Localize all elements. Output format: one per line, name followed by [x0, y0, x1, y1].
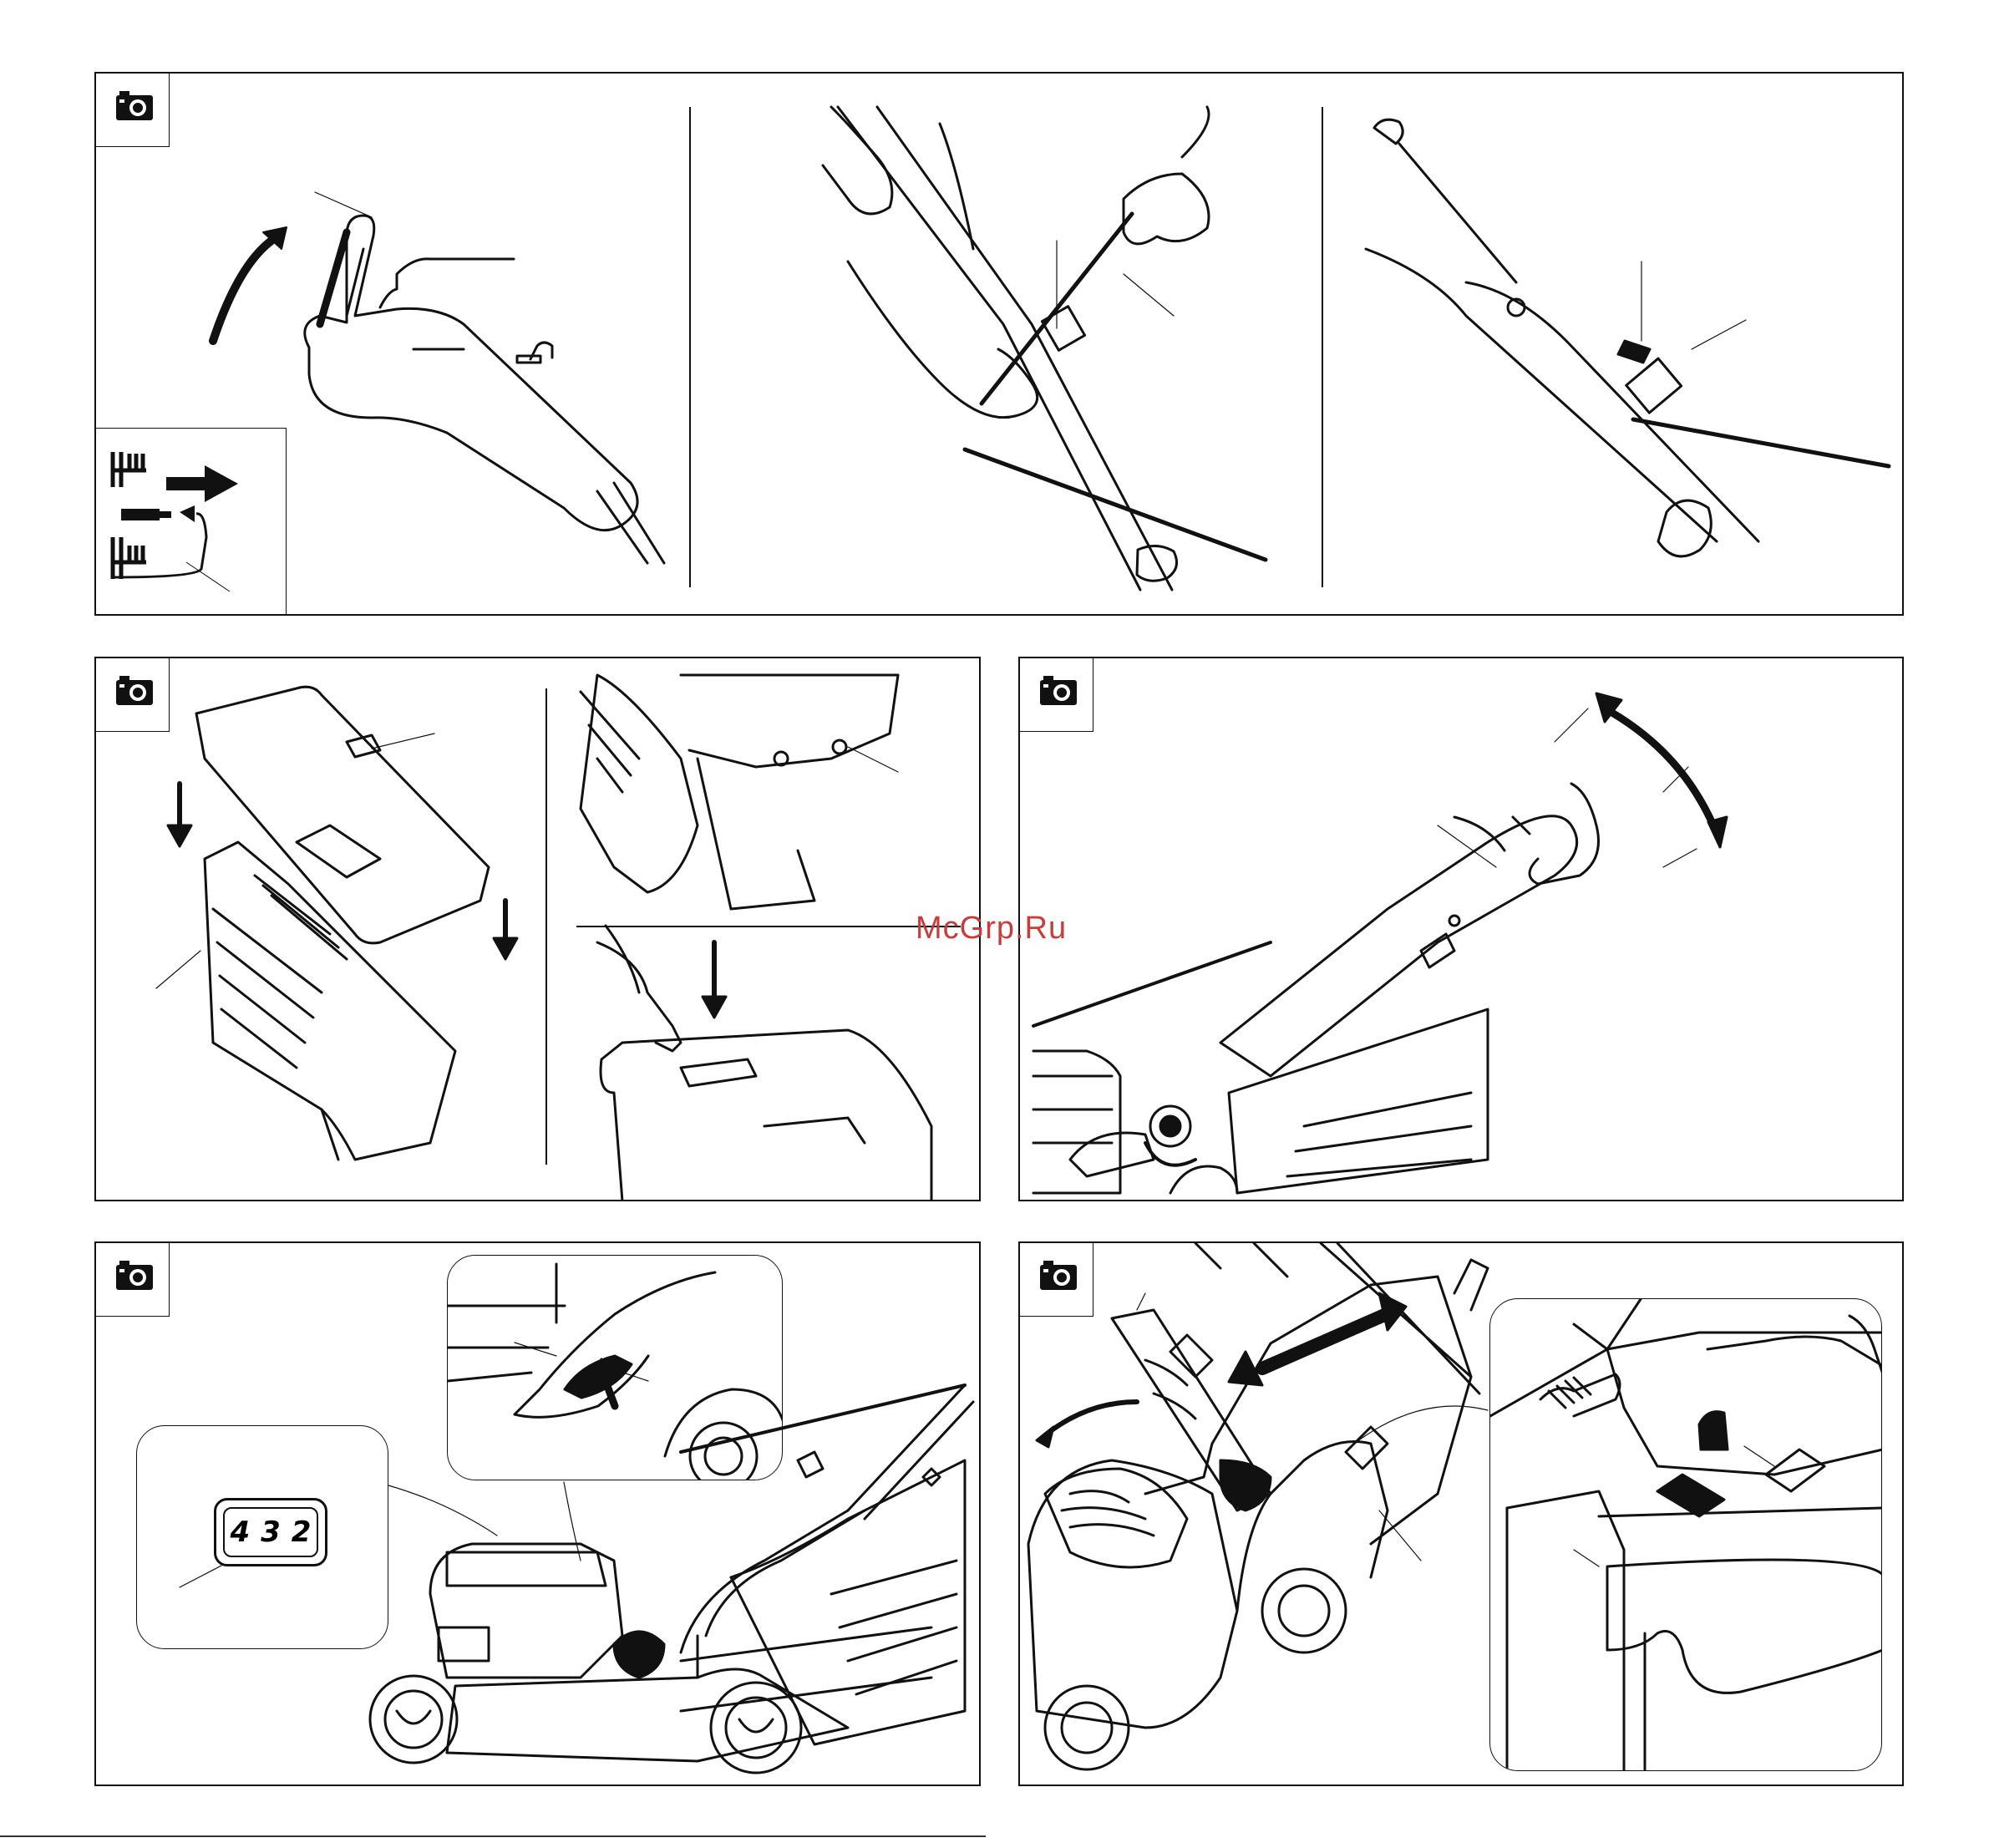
handle-illustrations [96, 74, 1904, 616]
panel-handle-height [1018, 657, 1904, 1201]
grass-bag-illustrations [96, 658, 981, 1201]
panel-bag-removal [1018, 1241, 1904, 1786]
handle-height-illustration [1020, 658, 1904, 1201]
cutting-height-illustration [96, 1243, 981, 1786]
footer-rule [0, 1835, 986, 1837]
panel-handle-setup [94, 72, 1904, 616]
panel-grass-bag-assembly [94, 657, 981, 1201]
watermark-text: McGrp.Ru [916, 911, 1067, 947]
panel-cutting-height: 4 3 2 [94, 1241, 981, 1786]
bag-removal-illustration [1020, 1243, 1904, 1786]
